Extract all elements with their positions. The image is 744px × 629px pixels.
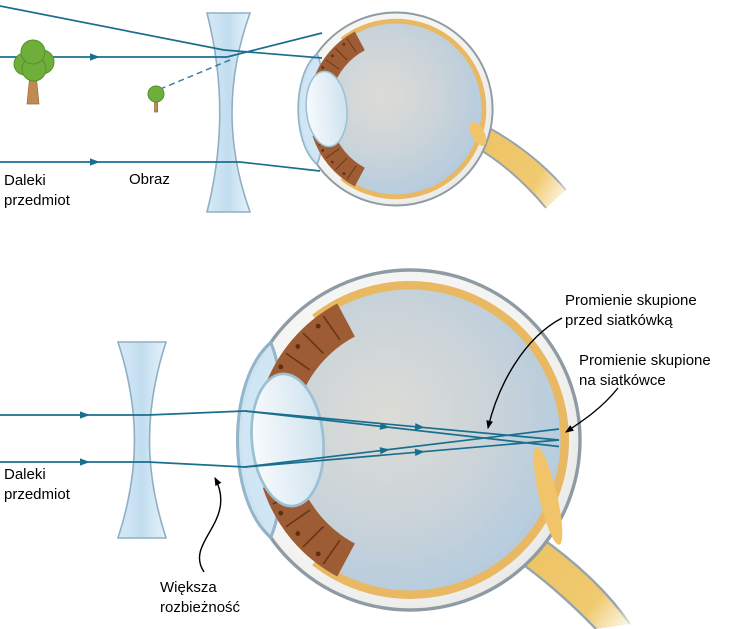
ray-top-refracted-1	[226, 32, 323, 58]
ray-bottom-refracted	[239, 161, 321, 172]
ray-arrowhead	[80, 411, 90, 419]
top-diagram	[0, 5, 567, 213]
top-object-label: Daleki przedmiot	[4, 172, 70, 209]
focus-on-annotation-arrow	[565, 387, 619, 433]
focus-on-retina-label: Promienie skupione na siatkówce	[579, 352, 711, 389]
ray-top-refracted-2	[223, 49, 323, 59]
ray-arrowhead	[80, 458, 90, 466]
eye-cross-section-top	[298, 12, 492, 205]
diverging-lens-bottom	[116, 341, 168, 539]
bottom-diagram	[0, 270, 631, 629]
virtual-image-tree	[147, 85, 165, 113]
virtual-ray-dashed	[157, 59, 231, 91]
ray-focus-before-upper	[244, 410, 560, 448]
divergence-label: Większa rozbieżność	[160, 579, 241, 616]
ray-focus-on-lower	[244, 439, 560, 468]
diverging-lens-top	[205, 12, 252, 213]
image-label: Obraz	[129, 171, 170, 188]
light-rays-bottom	[0, 410, 560, 468]
focus-before-retina-label: Promienie skupione przed siatkówką	[565, 292, 697, 329]
ray-top-parallel-2	[0, 5, 225, 51]
incoming-ray-lower	[0, 461, 246, 468]
incoming-ray-upper	[0, 410, 246, 416]
ray-arrowhead	[90, 53, 100, 61]
bottom-object-label: Daleki przedmiot	[4, 466, 70, 503]
optic-disc-top	[469, 122, 487, 146]
optic-disc-bottom	[533, 447, 563, 545]
focus-before-annotation-arrow	[486, 317, 563, 430]
ray-focus-on-upper	[244, 410, 560, 441]
eye-cross-section-bottom	[237, 270, 580, 610]
distant-object-tree	[13, 39, 55, 105]
ray-arrowhead	[90, 158, 100, 166]
divergence-annotation-arrow	[198, 477, 222, 573]
